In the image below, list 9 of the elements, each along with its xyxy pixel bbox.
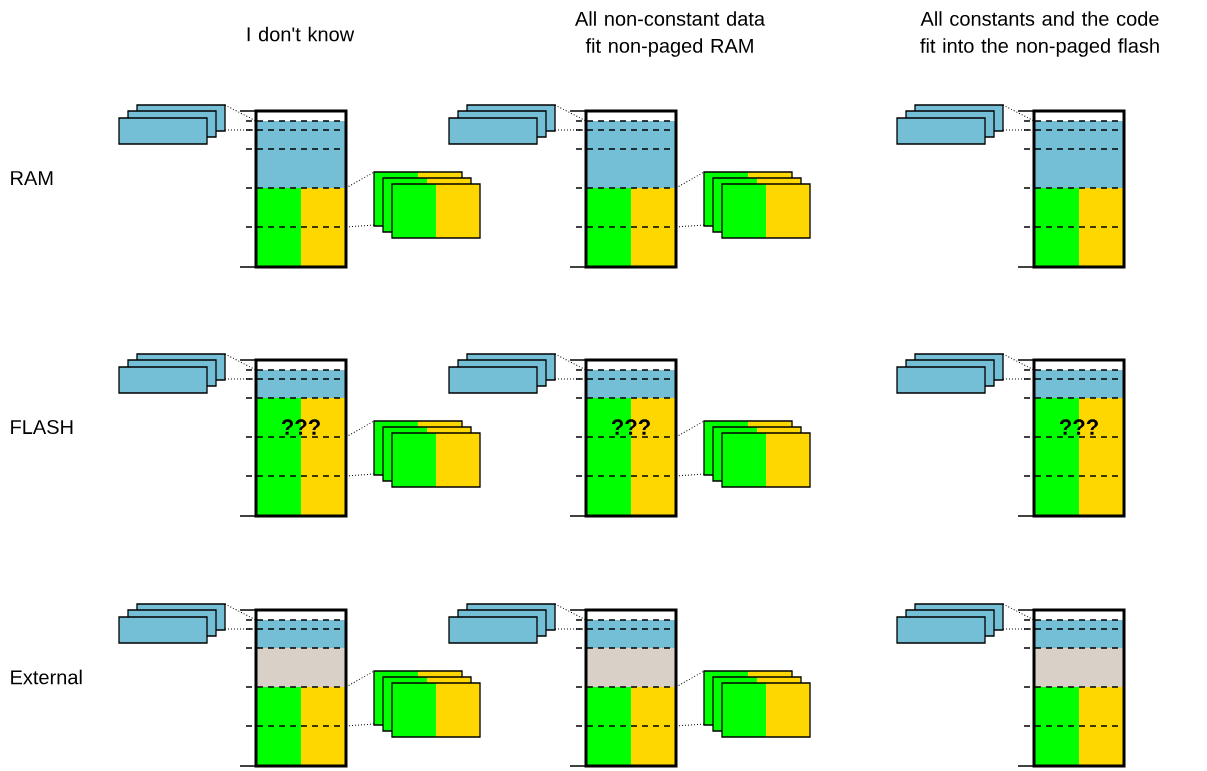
row-label: RAM	[11, 171, 53, 185]
column-heading: All non-constant data fit non-paged RAM	[575, 11, 766, 57]
question-marks: ???	[1059, 419, 1098, 435]
row-label: FLASH	[11, 419, 73, 435]
row-label: External	[11, 669, 82, 685]
column-heading: All constants and the code fit into the non-paged flash	[920, 11, 1159, 57]
question-marks: ???	[281, 419, 320, 435]
question-marks: ???	[611, 419, 650, 435]
column-heading: I don't know	[247, 26, 355, 42]
